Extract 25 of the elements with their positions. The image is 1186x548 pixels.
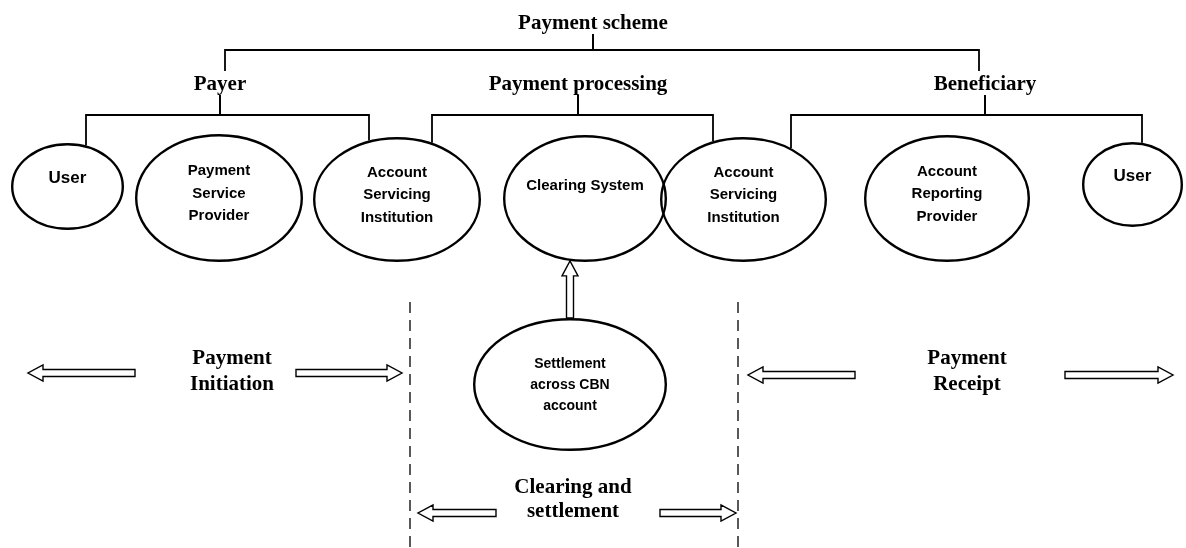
oval-node bbox=[473, 318, 667, 451]
oval-node bbox=[135, 134, 303, 262]
oval-node bbox=[11, 143, 124, 230]
node-label: Settlement across CBN account bbox=[529, 354, 611, 415]
connector-line bbox=[219, 94, 370, 142]
node-label: Account Reporting Provider bbox=[910, 160, 984, 226]
connector-line bbox=[984, 94, 1143, 144]
group-heading: Payer bbox=[193, 71, 247, 95]
oval-node bbox=[864, 135, 1030, 262]
oval-node bbox=[313, 137, 481, 262]
group-heading: Payment scheme bbox=[518, 10, 668, 34]
node-label: User bbox=[1112, 164, 1153, 187]
hollow-arrow bbox=[560, 259, 580, 319]
node-label: Payment Service Provider bbox=[186, 160, 252, 226]
node-label: Account Servicing Institution bbox=[706, 161, 781, 227]
node-label: Account Servicing Institution bbox=[359, 161, 435, 227]
oval-node bbox=[1082, 142, 1183, 227]
oval-node bbox=[660, 137, 827, 262]
connector-line bbox=[577, 94, 714, 143]
group-heading: Beneficiary bbox=[933, 71, 1037, 95]
connector-line bbox=[592, 33, 980, 72]
group-heading: Payment processing bbox=[488, 71, 668, 95]
node-label: Clearing System bbox=[525, 175, 645, 196]
oval-node bbox=[503, 135, 667, 262]
node-label: User bbox=[47, 166, 88, 189]
